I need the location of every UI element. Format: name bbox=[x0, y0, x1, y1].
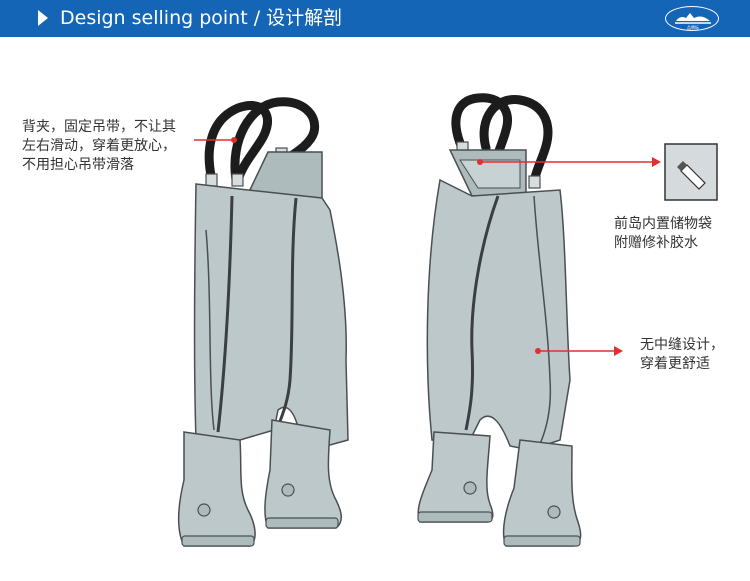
svg-text:品牌标: 品牌标 bbox=[687, 24, 699, 30]
section-title: Design selling point / 设计解剖 bbox=[60, 7, 343, 29]
back-wader bbox=[417, 93, 582, 547]
front-wader bbox=[177, 97, 349, 547]
callout-suspenders: 背夹，固定吊带，不让其 左右滑动，穿着更放心， 不用担心吊带滑落 bbox=[22, 118, 176, 175]
glue-tube-icon bbox=[664, 143, 718, 201]
callout-suspenders-line2: 左右滑动，穿着更放心， bbox=[22, 138, 176, 154]
callout-pocket-line1: 前岛内置储物袋 bbox=[614, 216, 712, 232]
pointer-pocket bbox=[477, 157, 661, 167]
chevron-right-icon bbox=[38, 10, 48, 26]
callout-seam-line1: 无中缝设计， bbox=[640, 337, 724, 353]
callout-suspenders-line3: 不用担心吊带滑落 bbox=[22, 157, 134, 173]
pointer-suspenders bbox=[194, 137, 237, 143]
brand-logo: 品牌标 bbox=[665, 6, 719, 31]
callout-pocket: 前岛内置储物袋 附赠修补胶水 bbox=[614, 215, 712, 253]
callout-pocket-line2: 附赠修补胶水 bbox=[614, 235, 698, 251]
callout-seam-line2: 穿着更舒适 bbox=[640, 356, 710, 372]
callout-seam: 无中缝设计， 穿着更舒适 bbox=[640, 336, 724, 374]
pointer-seam bbox=[535, 346, 623, 356]
callout-suspenders-line1: 背夹，固定吊带，不让其 bbox=[22, 119, 176, 135]
header-bar: Design selling point / 设计解剖 品牌标 bbox=[0, 0, 750, 37]
